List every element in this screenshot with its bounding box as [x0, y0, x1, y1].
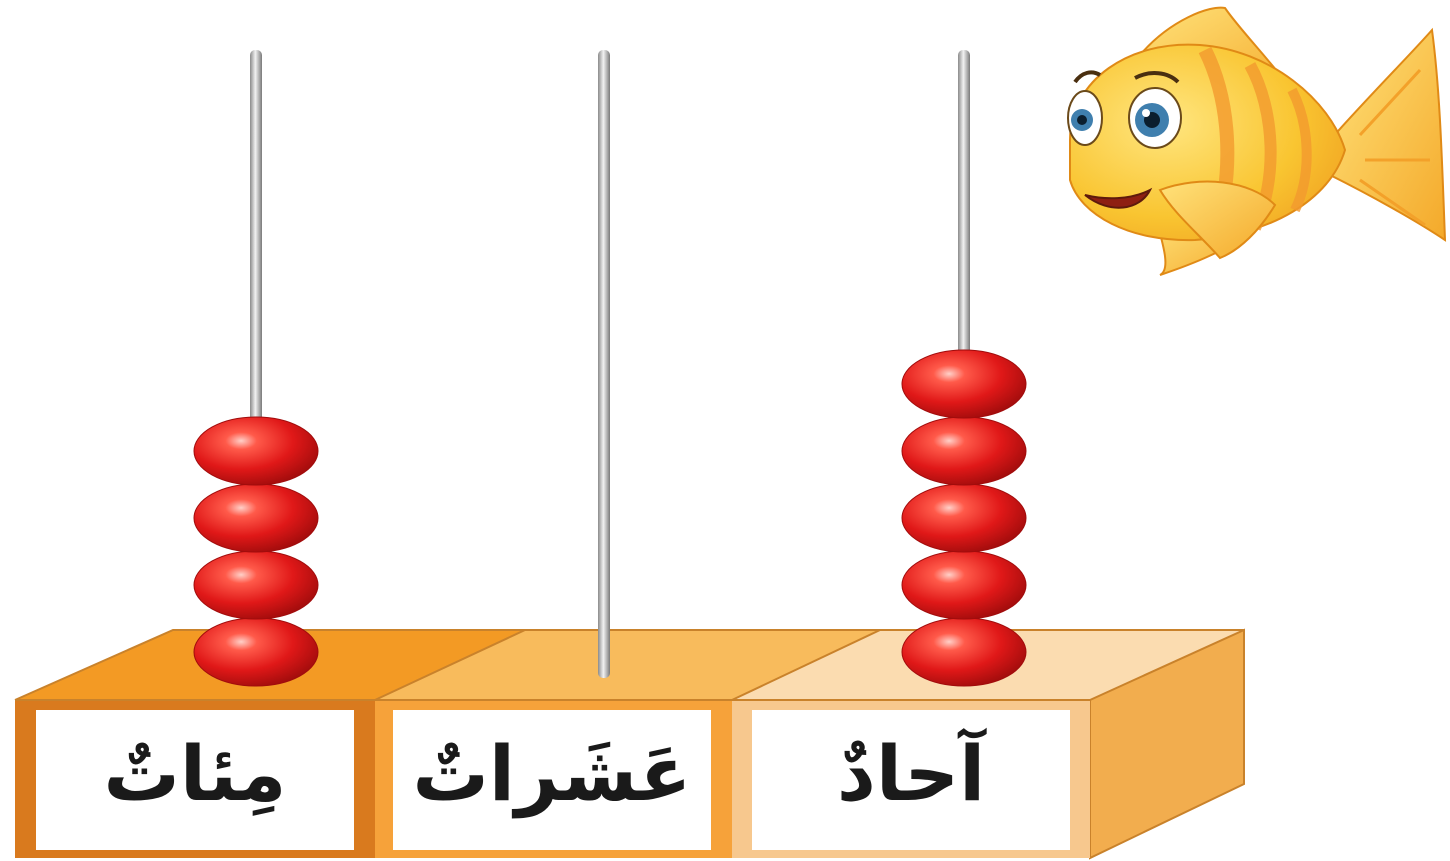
- bead-ones-3: [901, 483, 1027, 553]
- bead-ones-4: [901, 416, 1027, 486]
- bead-hundreds-1: [193, 617, 319, 687]
- beads: [193, 349, 1027, 687]
- rods: [250, 50, 970, 678]
- abacus-base: [14, 628, 1245, 860]
- bead-hundreds-4: [193, 416, 319, 486]
- label-panel-ones: [752, 710, 1070, 850]
- fish-icon: [1067, 6, 1447, 276]
- label-ones: آحادٌ: [837, 727, 987, 818]
- bead-ones-1: [901, 617, 1027, 687]
- label-panel-hundreds: [36, 710, 354, 850]
- rod-tens: [598, 50, 610, 678]
- bead-hundreds-3: [193, 483, 319, 553]
- label-panel-tens: [393, 710, 711, 850]
- bead-ones-5: [901, 349, 1027, 419]
- bead-ones-2: [901, 550, 1027, 620]
- bead-hundreds-2: [193, 550, 319, 620]
- base-top-tens: [375, 630, 880, 700]
- label-hundreds: مِئاتٌ: [104, 729, 287, 818]
- label-tens: عَشَراتٌ: [413, 729, 692, 819]
